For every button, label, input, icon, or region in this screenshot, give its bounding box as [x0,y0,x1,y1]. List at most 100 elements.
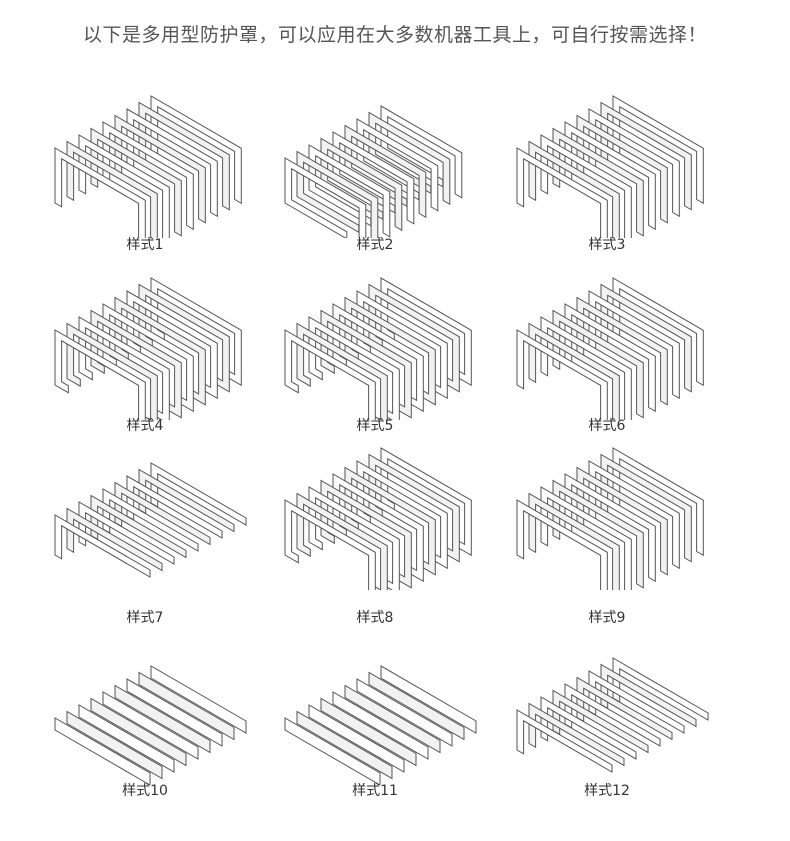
bellows-pleat [296,492,388,590]
bellows-pleat [114,684,211,754]
bellows-pleat [564,121,656,231]
bellows-pleat [564,303,656,413]
bellows-pleat [356,290,448,400]
bellows-pleat [138,671,235,741]
bellows-pleat [516,499,608,590]
bellows-drawing [516,657,709,773]
bellows-drawing [516,447,704,590]
bellows-style-7 [30,440,260,600]
bellows-drawing [54,462,247,578]
style-label: 样式9 [588,610,626,626]
bellows-pleat [66,507,163,572]
bellows-pleat [126,108,218,218]
bellows-pleat [380,665,477,734]
bellows-pleat [284,499,376,590]
bellows-pleat [66,710,163,780]
bellows-style-3 [492,88,722,248]
bellows-pleat [516,329,608,420]
bellows-pleat [102,691,199,760]
style-label: 样式10 [122,783,168,799]
bellows-pleat [588,460,680,570]
style-label: 样式6 [588,418,626,434]
bellows-drawing [284,105,463,238]
bellows-pleat [114,296,206,406]
bellows-pleat [540,486,632,590]
style-label: 样式12 [584,783,630,799]
bellows-pleat [78,316,170,420]
bellows-pleat [54,329,146,420]
bellows-drawing [54,665,247,785]
bellows-drawing [54,95,242,238]
bellows-pleat [78,134,170,238]
bellows-drawing [284,277,472,420]
bellows-pleat [344,684,441,754]
bellows-pleat [90,697,187,767]
bellows-pleat [600,453,692,563]
bellows-pleat [344,466,436,576]
bellows-style-4 [30,270,260,430]
bellows-pleat [588,108,680,218]
bellows-pleat [600,283,692,393]
bellows-style-8 [260,440,490,600]
bellows-pleat [380,277,472,387]
bellows-drawing [516,277,704,420]
bellows-pleat [150,277,242,387]
bellows-pleat [528,322,620,420]
bellows-pleat [296,710,393,780]
bellows-pleat [356,460,448,570]
bellows-pleat [138,101,230,211]
bellows-pleat [54,717,151,785]
bellows-drawing [516,95,704,238]
bellows-pleat [150,95,242,205]
bellows-pleat [54,514,151,578]
bellows-pleat [612,447,704,557]
bellows-pleat [78,501,175,565]
bellows-pleat [332,303,424,413]
bellows-style-5 [260,270,490,430]
style-label: 样式2 [356,237,394,253]
bellows-pleat [552,309,644,419]
bellows-pleat [540,316,632,420]
bellows-pleat [150,665,247,734]
bellows-pleat [114,114,206,224]
bellows-pleat [54,147,146,238]
bellows-pleat [284,157,367,238]
bellows-pleat [528,492,620,590]
bellows-pleat [344,296,436,406]
bellows-pleat [516,709,613,773]
bellows-style-2 [260,88,490,248]
bellows-pleat [320,479,412,589]
bellows-style-1 [30,88,260,248]
bellows-drawing [54,277,242,420]
bellows-pleat [540,696,637,760]
bellows-pleat [308,704,405,773]
bellows-style-6 [492,270,722,430]
bellows-pleat [90,309,182,419]
bellows-style-9 [492,440,722,600]
bellows-pleat [90,127,182,237]
bellows-pleat [552,479,644,589]
bellows-pleat [126,290,218,400]
style-label: 样式4 [126,418,164,434]
bellows-pleat [78,704,175,773]
bellows-pleat [66,322,158,420]
bellows-pleat [540,134,632,238]
bellows-pleat [600,101,692,211]
bellows-pleat [102,303,194,413]
bellows-pleat [296,322,388,420]
bellows-pleat [528,140,620,238]
style-label: 样式7 [126,610,164,626]
bellows-pleat [284,329,376,420]
bellows-style-10 [30,635,260,795]
bellows-pleat [368,453,460,563]
bellows-pleat [332,473,424,583]
style-label: 样式11 [352,783,398,799]
bellows-pleat [588,290,680,400]
bellows-pleat [284,717,381,785]
bellows-drawing [284,665,477,785]
bellows-pleat [576,466,668,576]
bellows-pleat [308,486,400,590]
style-label: 样式5 [356,418,394,434]
bellows-pleat [612,95,704,205]
bellows-pleat [528,702,625,767]
